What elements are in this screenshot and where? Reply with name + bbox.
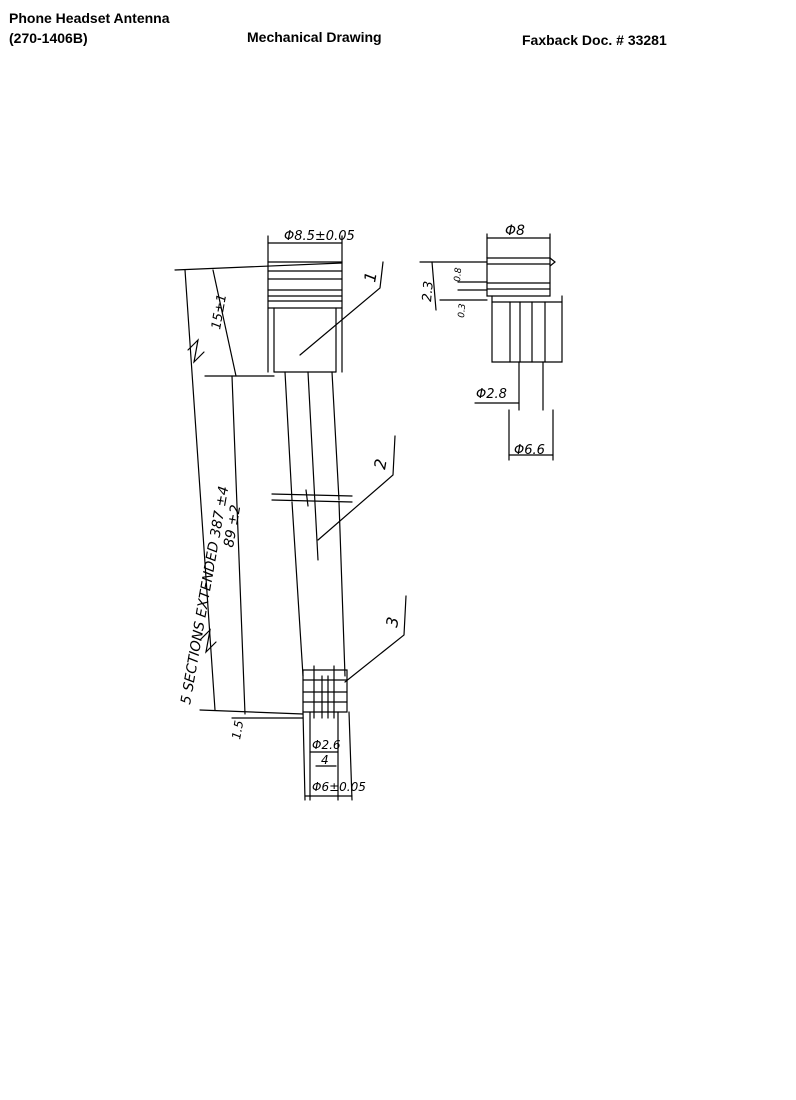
drawing-type-label: Mechanical Drawing bbox=[247, 29, 382, 45]
detail-height-label: 2.3 bbox=[420, 280, 437, 302]
callout-3-label: 3 bbox=[382, 615, 402, 628]
detail-body bbox=[491, 295, 563, 363]
detail-dimensions bbox=[419, 261, 554, 461]
detail-view: Φ8 2.3 0.8 0.3 Φ2.8 Φ6.6 bbox=[419, 223, 563, 461]
bottom-dimensions bbox=[302, 711, 353, 801]
bottom-diameter-label: Φ6±0.05 bbox=[312, 780, 366, 794]
overall-length-label: 5 SECTIONS EXTENDED 387 ±4 bbox=[178, 485, 232, 706]
upper-shaft bbox=[271, 371, 353, 561]
detail-top-diameter-label: Φ8 bbox=[505, 223, 525, 239]
antenna-main-view: Φ8.5±0.05 bbox=[174, 229, 407, 801]
length-dimensions bbox=[174, 262, 343, 719]
mid-length-label: 89 ±2 bbox=[221, 504, 244, 549]
top-diameter-dimension: Φ8.5±0.05 bbox=[267, 229, 355, 263]
faxback-doc-number: Faxback Doc. # 33281 bbox=[522, 32, 667, 48]
detail-body-diameter-label: Φ6.6 bbox=[514, 443, 545, 458]
detail-pin-diameter-label: Φ2.8 bbox=[476, 387, 507, 402]
top-length-label: 15±1 bbox=[209, 293, 230, 331]
bottom-bore-label: Φ2.6 bbox=[312, 738, 341, 752]
part-number: (270-1406B) bbox=[9, 30, 88, 46]
callout-2-label: 2 bbox=[370, 457, 390, 470]
detail-groove-2-label: 0.3 bbox=[457, 303, 468, 318]
detail-groove-1-label: 0.8 bbox=[453, 267, 464, 282]
callout-2: 2 bbox=[317, 435, 396, 541]
detail-cap bbox=[486, 233, 556, 297]
callout-1-label: 1 bbox=[360, 270, 380, 283]
top-diameter-label: Φ8.5±0.05 bbox=[284, 229, 355, 244]
callout-3: 3 bbox=[344, 595, 407, 683]
detail-pin bbox=[518, 361, 544, 411]
bottom-fitting bbox=[302, 665, 348, 801]
document-title: Phone Headset Antenna bbox=[9, 10, 170, 26]
bottom-width-label: 4 bbox=[321, 753, 329, 767]
callout-1: 1 bbox=[299, 261, 384, 356]
top-cap bbox=[267, 261, 343, 373]
lower-shaft bbox=[291, 501, 346, 677]
bottom-offset-label: 1.5 bbox=[229, 719, 246, 740]
